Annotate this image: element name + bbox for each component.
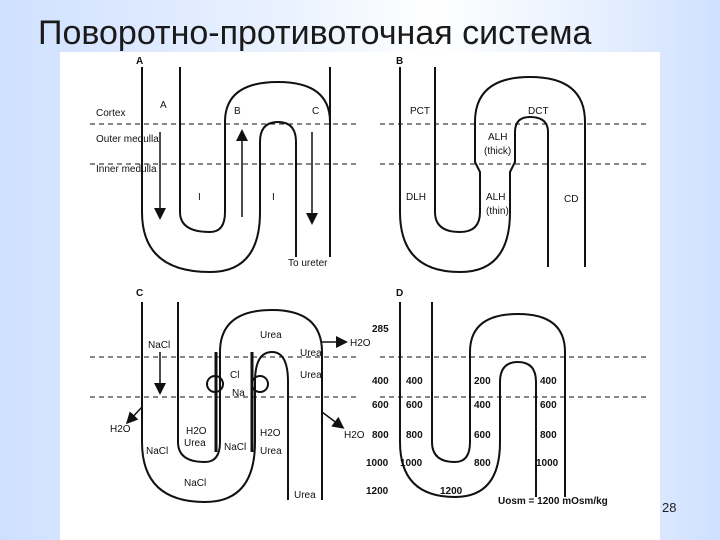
countercurrent-diagram: A Cortex Outer medulla Inner medulla A B… xyxy=(60,52,660,540)
panel-b-letter: B xyxy=(396,56,403,67)
limb-mark-2: I xyxy=(272,192,275,203)
d-tube-m-1: 200 xyxy=(474,376,491,387)
c-h2o-1: H2O xyxy=(350,338,371,349)
label-dlh: DLH xyxy=(406,192,426,203)
outlet-label: To ureter xyxy=(288,258,328,269)
tube-inner-wall xyxy=(179,67,331,234)
d-tube-m-4: 800 xyxy=(474,458,491,469)
label-alh: ALH xyxy=(488,132,507,143)
panel-c: C NaCl Urea H2O Cl Na Urea H2O H2O Urea … xyxy=(90,288,371,504)
limb-a-label: A xyxy=(160,100,167,111)
d-scale-5: 1000 xyxy=(366,458,389,469)
d-scale-2: 400 xyxy=(372,376,389,387)
c-nacl-1: NaCl xyxy=(148,340,170,351)
d-scale-3: 600 xyxy=(372,400,389,411)
zone-cortex: Cortex xyxy=(96,108,125,119)
c-nacl-4: NaCl xyxy=(184,478,206,489)
c-cl: Cl xyxy=(230,370,239,381)
limb-c-label: C xyxy=(312,106,319,117)
d-tube-l-5: 1200 xyxy=(440,486,463,497)
c-h2o-5: H2O xyxy=(344,430,365,441)
slide-title: Поворотно-противоточная система xyxy=(38,14,592,52)
panel-d-letter: D xyxy=(396,288,403,299)
d-scale-6: 1200 xyxy=(366,486,389,497)
d-scale-4: 800 xyxy=(372,430,389,441)
d-tube-r-4: 1000 xyxy=(536,458,559,469)
limb-b-label: B xyxy=(234,106,241,117)
c-urea-4: Urea xyxy=(260,446,282,457)
label-cd: CD xyxy=(564,194,578,205)
c-urea-2: Urea xyxy=(300,370,322,381)
label-pct: PCT xyxy=(410,106,430,117)
d-uosm-label: Uosm = 1200 mOsm/kg xyxy=(498,496,608,507)
d-tube-m-2: 400 xyxy=(474,400,491,411)
c-urea-3: Urea xyxy=(184,438,206,449)
panel-a-letter: A xyxy=(136,56,143,67)
page-number: 28 xyxy=(662,500,677,515)
c-urea-1: Urea xyxy=(260,330,282,341)
c-nacl-2: NaCl xyxy=(146,446,168,457)
c-nacl-3: NaCl xyxy=(224,442,246,453)
d-tube-l-1: 400 xyxy=(406,376,423,387)
label-alh-2: ALH xyxy=(486,192,505,203)
d-tube-r-2: 600 xyxy=(540,400,557,411)
label-alh-thick: (thick) xyxy=(484,146,511,157)
panel-d: D 285 400 600 800 1000 1200 400 600 800 … xyxy=(366,288,650,507)
d-tube-l-4: 1000 xyxy=(400,458,423,469)
d-scale-1: 285 xyxy=(372,324,389,335)
d-tube-l-3: 800 xyxy=(406,430,423,441)
zone-outer-medulla: Outer medulla xyxy=(96,134,159,145)
panel-b: B PCT DCT ALH (thick) DLH ALH (thin) CD xyxy=(380,56,650,274)
label-alh-thin: (thin) xyxy=(486,206,509,217)
d-tube-l-2: 600 xyxy=(406,400,423,411)
c-h2o-3: H2O xyxy=(186,426,207,437)
c-h2o-2: H2O xyxy=(110,424,131,435)
zone-inner-medulla: Inner medulla xyxy=(96,164,157,175)
panel-c-letter: C xyxy=(136,288,143,299)
c-h2o-4: H2O xyxy=(260,428,281,439)
label-dct: DCT xyxy=(528,106,549,117)
c-na: Na xyxy=(232,388,245,399)
panel-a: A Cortex Outer medulla Inner medulla A B… xyxy=(90,56,360,274)
limb-mark-1: I xyxy=(198,192,201,203)
d-tube-m-3: 600 xyxy=(474,430,491,441)
d-tube-r-3: 800 xyxy=(540,430,557,441)
tube-outer-wall xyxy=(141,67,297,274)
c-urea-5: Urea xyxy=(300,348,322,359)
c-urea-6: Urea xyxy=(294,490,316,501)
d-tube-r-1: 400 xyxy=(540,376,557,387)
